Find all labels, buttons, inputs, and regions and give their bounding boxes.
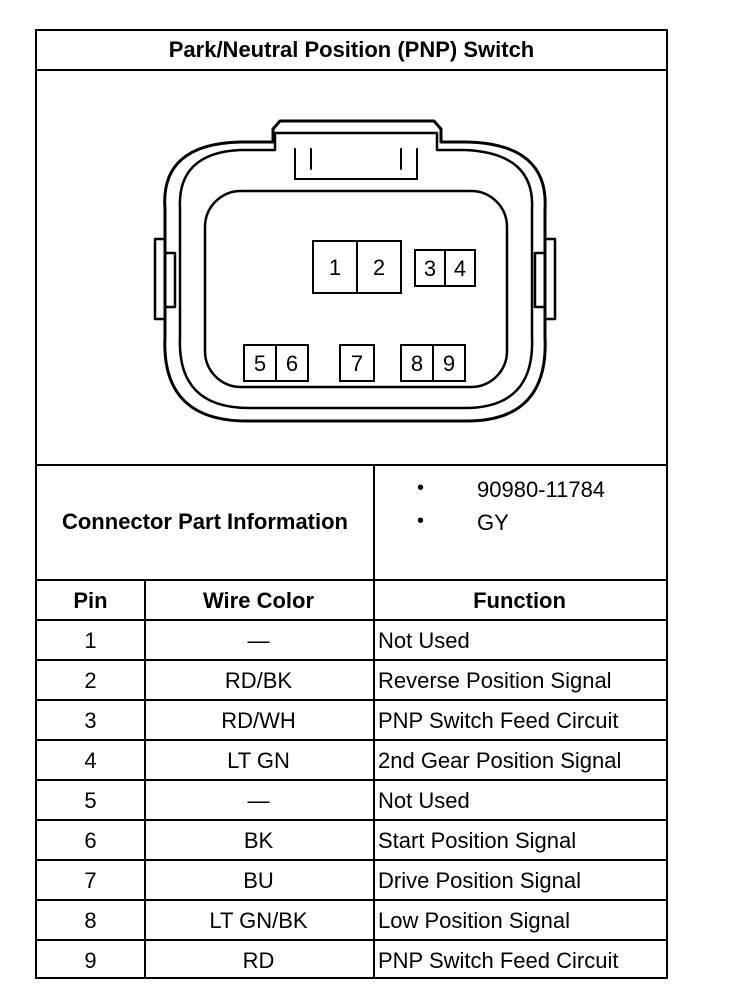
connector-color-code: GY [477,510,509,535]
wire-color-cell: LT GN/BK [209,908,308,933]
table-row-divider [37,659,666,661]
pin-cell: 2 [84,668,97,693]
pin-label-5: 5 [254,351,266,376]
table-row-divider [37,779,666,781]
connector-info-label: Connector Part Information [61,508,348,534]
table-column-divider-2 [373,579,375,977]
pin-block-4 [339,344,375,382]
title-divider [37,69,666,71]
right-side-clip [533,237,557,321]
info-divider [373,464,375,579]
header-function: Function [473,588,566,613]
pin-cell: 7 [84,868,97,893]
pin-label-1: 1 [329,255,341,280]
table-row-divider [37,899,666,901]
pin-cell: 9 [84,948,97,973]
table-header-divider [37,619,666,621]
function-cell: Reverse Position Signal [378,668,612,693]
pin-cell: 5 [84,788,97,813]
connector-outer-housing [163,119,547,423]
info-bullet-1: • [417,477,425,499]
pin-label-7: 7 [351,351,363,376]
table-row-divider [37,859,666,861]
wire-color-cell: BK [243,828,274,853]
function-cell: PNP Switch Feed Circuit [378,708,619,733]
pin-label-2: 2 [373,255,385,280]
wire-color-cell: RD [242,948,275,973]
pin-cell: 6 [84,828,97,853]
drawing-divider [37,464,666,466]
pin-label-4: 4 [454,256,466,281]
wire-color-cell: BU [243,868,274,893]
function-cell: Not Used [378,628,470,653]
wire-color-cell: LT GN [227,748,290,773]
pin-label-8: 8 [411,351,423,376]
function-cell: Start Position Signal [378,828,577,853]
wire-color-cell: RD/WH [221,708,296,733]
table-row-divider [37,739,666,741]
function-cell: Drive Position Signal [378,868,581,893]
header-pin: Pin [73,588,108,613]
pin-cell: 8 [84,908,97,933]
table-row-divider [37,699,666,701]
wire-color-cell: RD/BK [224,668,293,693]
diagram-title: Park/Neutral Position (PNP) Switch [168,37,535,62]
info-bottom-divider [37,579,666,581]
pin-label-6: 6 [286,351,298,376]
wire-color-cell: — [247,628,270,653]
part-number: 90980-11784 [477,477,606,502]
function-cell: Not Used [378,788,470,813]
pin-label-3: 3 [424,256,436,281]
connector-inner-ring [178,131,534,410]
pin-cavity-outline [203,189,509,389]
left-side-clip [153,237,177,321]
pin-label-9: 9 [443,351,455,376]
table-row-divider [37,939,666,941]
header-wire-color: Wire Color [202,588,315,613]
info-bullet-2: • [417,510,425,532]
table-column-divider-1 [144,579,146,977]
pin-cell: 3 [84,708,97,733]
pin-cell: 1 [84,628,97,653]
function-cell: PNP Switch Feed Circuit [378,948,619,973]
function-cell: 2nd Gear Position Signal [378,748,622,773]
pin-cell: 4 [84,748,97,773]
latch-slot [294,148,418,180]
function-cell: Low Position Signal [378,908,571,933]
wire-color-cell: — [247,788,270,813]
table-row-divider [37,819,666,821]
